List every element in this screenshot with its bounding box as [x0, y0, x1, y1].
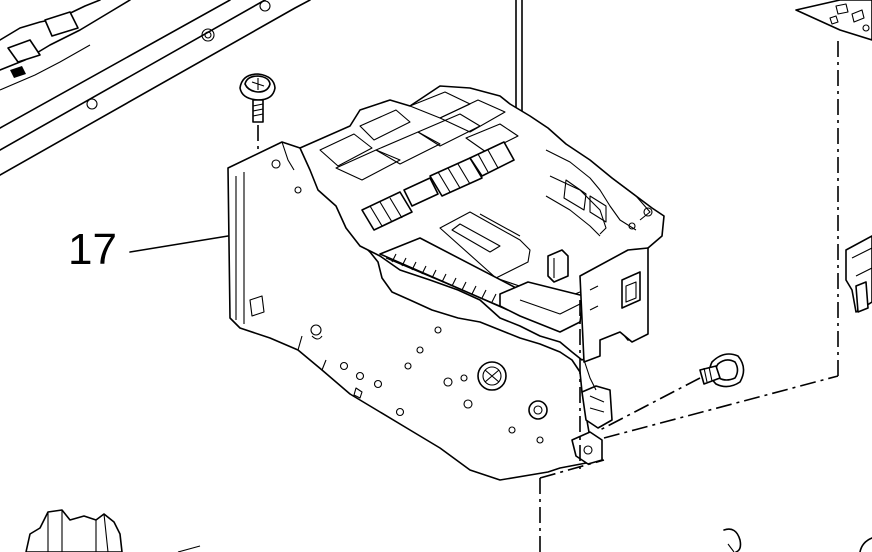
- lower-right-parts: [723, 528, 872, 552]
- callout-17-leader: [129, 235, 229, 253]
- callout-label-17: 17: [68, 225, 117, 274]
- lower-left-part: [25, 509, 201, 552]
- upper-rail-part: [0, 0, 311, 176]
- reference-outlines: [539, 40, 839, 552]
- frame-assembly: [227, 85, 665, 481]
- right-edge-bracket: [845, 235, 872, 313]
- upper-right-plate: [795, 0, 872, 41]
- side-screw: [599, 353, 745, 431]
